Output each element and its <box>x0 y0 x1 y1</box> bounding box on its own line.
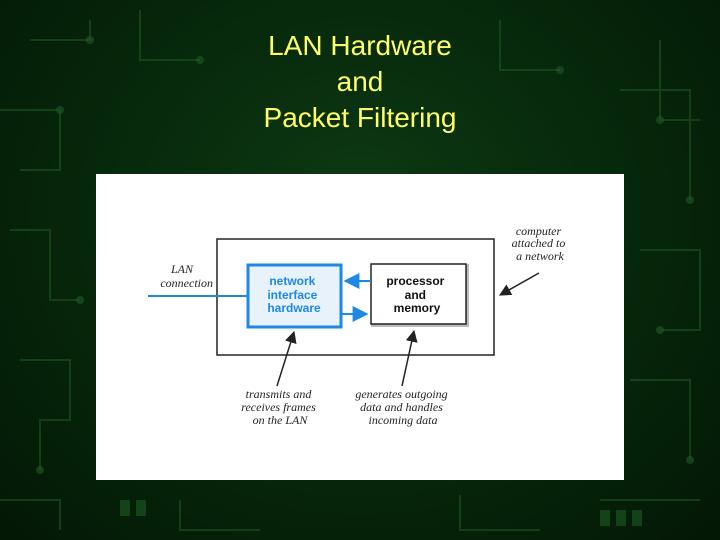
processor-box-inner <box>370 263 467 325</box>
processor-note-line-3: incoming data <box>369 413 438 427</box>
processor-label: processor and memory <box>386 274 447 315</box>
arrow-computer-note <box>498 272 540 296</box>
nic-box <box>246 263 343 329</box>
computer-note-line-2: attached to <box>512 236 566 250</box>
processor-label-line-1: processor <box>386 274 444 288</box>
title-line-3: Packet Filtering <box>263 102 457 133</box>
nic-label-line-3: hardware <box>267 301 321 315</box>
title-line-2: and <box>336 66 384 97</box>
nic-label: network interface hardware <box>267 274 321 315</box>
slide-title: LAN Hardware and Packet Filtering <box>0 28 720 136</box>
nic-label-line-1: network <box>269 274 315 288</box>
nic-note: transmits and receives frames on the LAN <box>241 387 319 427</box>
arrow-processor-note <box>401 329 418 387</box>
diagram-canvas: LAN connection network interface hardwar… <box>148 224 569 427</box>
arrow-nic-note <box>276 330 297 387</box>
processor-label-line-3: memory <box>394 301 441 315</box>
lan-hardware-diagram: LAN connection network interface hardwar… <box>96 174 624 480</box>
nic-note-line-2: receives frames <box>241 400 316 414</box>
nic-note-line-1: transmits and <box>246 387 313 401</box>
nic-label-line-2: interface <box>267 288 317 302</box>
lan-label-line-1: LAN <box>170 262 194 276</box>
title-line-1: LAN Hardware <box>268 30 452 61</box>
processor-note-line-1: generates outgoing <box>355 387 447 401</box>
processor-label-line-2: and <box>405 288 426 302</box>
lan-connection-label: LAN connection <box>160 262 213 290</box>
processor-note: generates outgoing data and handles inco… <box>355 387 450 427</box>
computer-note-line-1: computer <box>516 224 562 238</box>
processor-note-line-2: data and handles <box>360 400 443 414</box>
nic-note-line-3: on the LAN <box>253 413 309 427</box>
computer-note-line-3: a network <box>516 249 564 263</box>
computer-note: computer attached to a network <box>512 224 569 263</box>
lan-label-line-2: connection <box>160 276 213 290</box>
